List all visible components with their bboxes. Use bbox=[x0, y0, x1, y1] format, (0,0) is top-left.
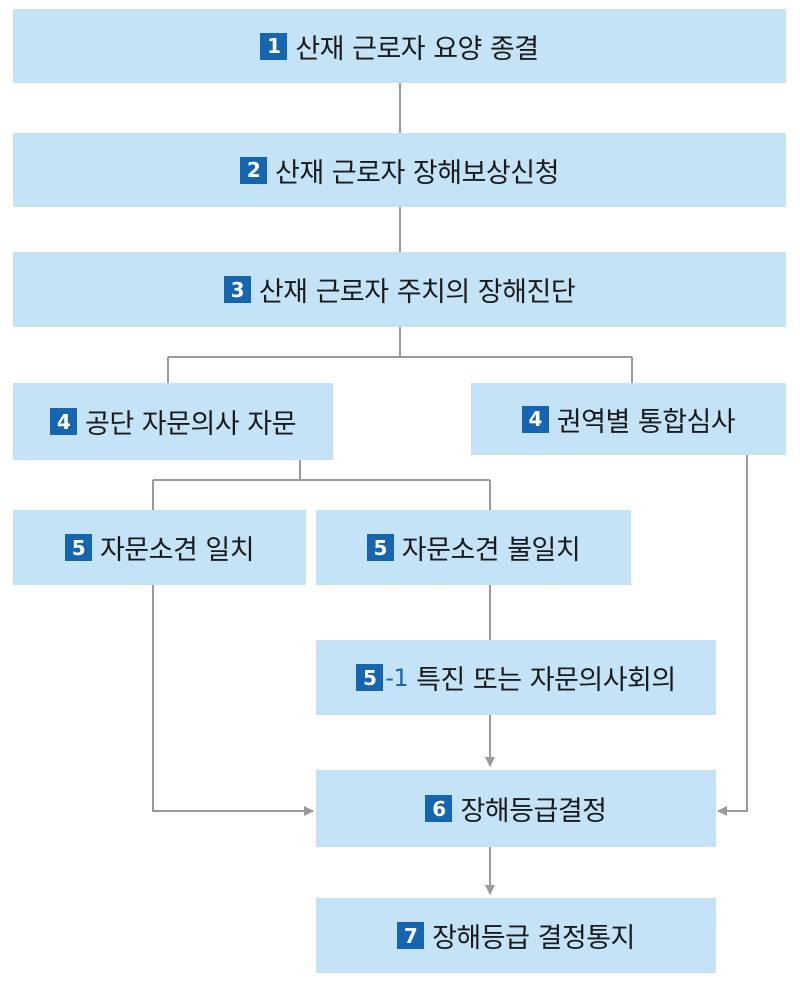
step-5-mismatch-box: 5 자문소견 불일치 bbox=[316, 510, 631, 585]
arrow-4b-6 bbox=[717, 455, 748, 816]
step-5-match-label: 자문소견 일치 bbox=[99, 535, 255, 566]
step-7-box: 7 장해등급 결정통지 bbox=[316, 898, 716, 973]
step-5-match-box: 5 자문소견 일치 bbox=[13, 510, 306, 585]
step-4-regional-badge: 4 bbox=[521, 405, 549, 433]
step-5-1-badge-suffix: -1 bbox=[385, 663, 409, 692]
step-6-badge: 6 bbox=[425, 795, 453, 822]
step-5-1-label: 특진 또는 자문의사회의 bbox=[416, 665, 676, 696]
step-1-box: 1 산재 근로자 요양 종결 bbox=[13, 9, 786, 83]
step-5-mismatch-badge: 5 bbox=[366, 534, 394, 561]
step-2-badge: 2 bbox=[240, 156, 268, 184]
step-4-advisory-box: 4 공단 자문의사 자문 bbox=[13, 383, 333, 460]
step-5-mismatch-label: 자문소견 불일치 bbox=[401, 535, 581, 566]
step-1-label: 산재 근로자 요양 종결 bbox=[295, 33, 539, 65]
step-4-regional-box: 4 권역별 통합심사 bbox=[471, 383, 786, 455]
step-6-label: 장해등급결정 bbox=[460, 796, 607, 827]
step-4-advisory-badge: 4 bbox=[50, 408, 78, 435]
step-5-match-badge: 5 bbox=[64, 534, 92, 561]
step-4-regional-label: 권역별 통합심사 bbox=[556, 406, 736, 438]
step-5-1-badge: 5 bbox=[356, 664, 384, 691]
step-3-label: 산재 근로자 주치의 장해진단 bbox=[258, 277, 576, 308]
step-6-box: 6 장해등급결정 bbox=[316, 770, 716, 847]
step-7-badge: 7 bbox=[397, 922, 425, 949]
step-1-badge: 1 bbox=[260, 32, 288, 60]
step-2-label: 산재 근로자 장해보상신청 bbox=[275, 157, 559, 189]
step-2-box: 2 산재 근로자 장해보상신청 bbox=[13, 133, 786, 207]
step-5-1-box: 5 -1 특진 또는 자문의사회의 bbox=[316, 640, 716, 715]
arrow-5a-6 bbox=[152, 585, 314, 816]
step-7-label: 장해등급 결정통지 bbox=[432, 923, 635, 954]
step-3-box: 3 산재 근로자 주치의 장해진단 bbox=[13, 252, 786, 327]
step-3-badge: 3 bbox=[223, 276, 251, 303]
step-4-advisory-label: 공단 자문의사 자문 bbox=[85, 409, 296, 440]
